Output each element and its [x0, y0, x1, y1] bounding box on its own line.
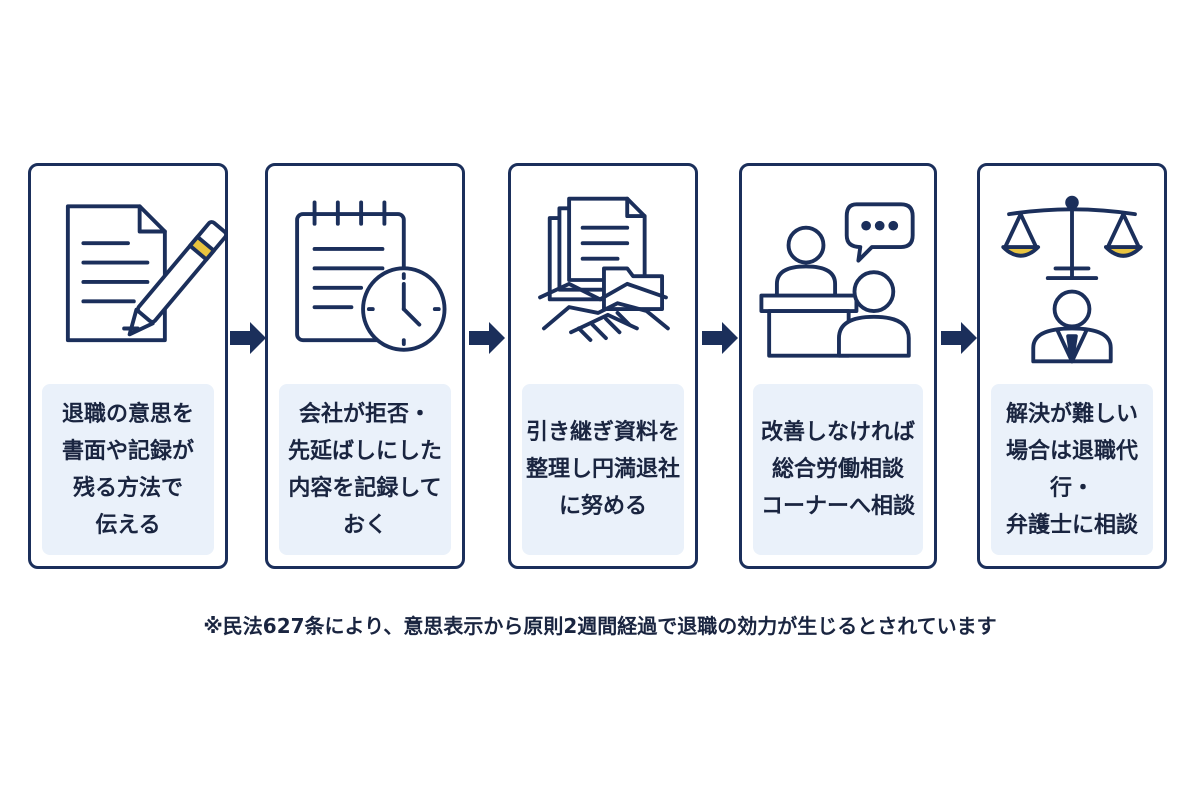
scales-and-lawyer-icon — [980, 180, 1164, 380]
step-card-2: 会社が拒否・ 先延ばしにした 内容を記録して おく — [265, 163, 465, 569]
step-text-5: 解決が難しい 場合は退職代行・ 弁護士に相談 — [1005, 401, 1138, 538]
step-card-3: 引き継ぎ資料を 整理し円満退社 に努める — [508, 163, 698, 569]
step-text-box-4: 改善しなければ 総合労働相談 コーナーへ相談 — [753, 384, 923, 555]
step-card-1: 退職の意思を 書面や記録が 残る方法で 伝える — [28, 163, 228, 569]
step-text-4: 改善しなければ 総合労働相談 コーナーへ相談 — [760, 420, 915, 519]
footnote: ※民法627条により、意思表示から原則2週間経過で退職の効力が生じるとされていま… — [203, 614, 997, 638]
step-card-5: 解決が難しい 場合は退職代行・ 弁護士に相談 — [977, 163, 1167, 569]
step-text-box-3: 引き継ぎ資料を 整理し円満退社 に努める — [522, 384, 684, 555]
step-text-1: 退職の意思を 書面や記録が 残る方法で 伝える — [61, 401, 194, 538]
step-card-4: 改善しなければ 総合労働相談 コーナーへ相談 — [739, 163, 937, 569]
step-text-box-1: 退職の意思を 書面や記録が 残る方法で 伝える — [42, 384, 214, 555]
step-text-3: 引き継ぎ資料を 整理し円満退社 に努める — [525, 420, 680, 519]
counseling-desk-icon — [742, 180, 934, 380]
documents-and-handshake-icon — [511, 180, 695, 380]
step-text-2: 会社が拒否・ 先延ばしにした 内容を記録して おく — [287, 401, 442, 538]
right-arrow-icon — [230, 322, 266, 354]
step-text-box-2: 会社が拒否・ 先延ばしにした 内容を記録して おく — [279, 384, 451, 555]
right-arrow-icon — [702, 322, 738, 354]
notepad-with-clock-icon — [268, 180, 462, 380]
right-arrow-icon — [941, 322, 977, 354]
right-arrow-icon — [469, 322, 505, 354]
step-text-box-5: 解決が難しい 場合は退職代行・ 弁護士に相談 — [991, 384, 1153, 555]
document-with-pen-icon — [31, 180, 225, 380]
